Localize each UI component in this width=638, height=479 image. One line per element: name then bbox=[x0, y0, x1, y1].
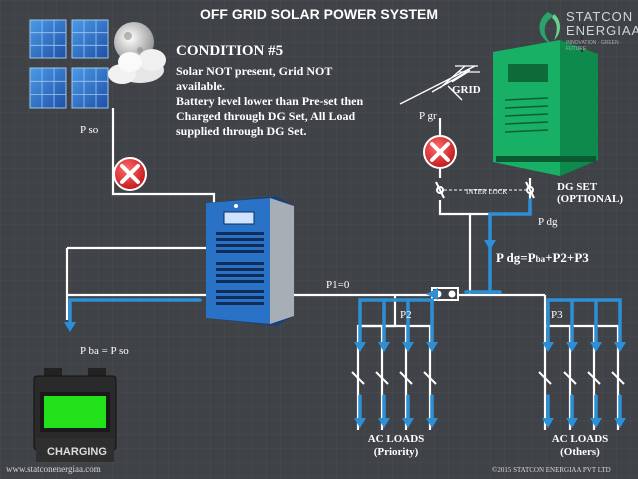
cross-icon bbox=[423, 135, 457, 169]
cross-icon bbox=[113, 157, 147, 191]
footer-copyright: ©2015 STATCON ENERGIAA PVT LTD bbox=[492, 466, 611, 474]
logo-line2: ENERGIAA bbox=[566, 23, 638, 38]
label-dg-set: DG SET bbox=[557, 181, 598, 193]
label-p-gr: P gr bbox=[419, 110, 437, 122]
grid-tower-icon bbox=[399, 65, 480, 105]
label-grid: GRID bbox=[452, 84, 481, 96]
company-logo: STATCON ENERGIAA INNOVATION · GREEN · FU… bbox=[532, 6, 638, 52]
loads-others-title: AC LOADS bbox=[551, 433, 609, 445]
label-p-so: P so bbox=[80, 124, 99, 136]
label-p-dg: P dg bbox=[538, 216, 558, 228]
inverter-unit-icon bbox=[206, 196, 294, 326]
page-title: OFF GRID SOLAR POWER SYSTEM bbox=[199, 6, 438, 22]
condition-line: Solar NOT present, Grid NOT bbox=[176, 64, 333, 78]
loads-priority-subtitle: (Priority) bbox=[373, 446, 419, 458]
flow-arrowheads bbox=[64, 240, 626, 428]
label-dg-optional: (OPTIONAL) bbox=[557, 193, 623, 205]
switch-icon bbox=[351, 181, 625, 385]
condition-text: Solar NOT present, Grid NOT available. B… bbox=[176, 64, 391, 139]
footer-website: www.statconenergiaa.com bbox=[6, 464, 101, 474]
label-p1: P1=0 bbox=[326, 279, 350, 291]
condition-heading: CONDITION #5 bbox=[176, 43, 284, 59]
condition-line: available. bbox=[176, 79, 226, 93]
logo-line1: STATCON bbox=[566, 9, 634, 24]
battery-icon bbox=[33, 368, 117, 462]
battery-charging-label: CHARGING bbox=[47, 446, 107, 458]
moon-cloud-icon bbox=[108, 22, 166, 84]
label-p-ba: P ba = P so bbox=[80, 345, 129, 357]
dg-set-icon bbox=[493, 24, 598, 176]
condition-line: supplied through DG Set. bbox=[176, 124, 307, 138]
loads-others-subtitle: (Others) bbox=[560, 446, 600, 458]
equation-part: P dg=P bbox=[496, 250, 536, 265]
equation-subscript: ba bbox=[535, 254, 546, 264]
label-p3: P3 bbox=[551, 309, 563, 321]
logo-tagline: INNOVATION · GREEN · FUTURE bbox=[566, 40, 622, 52]
solar-panel-icon bbox=[29, 19, 109, 109]
label-p2: P2 bbox=[400, 309, 412, 321]
flow-arrows bbox=[68, 198, 622, 420]
condition-line: Charged through DG Set, All Load bbox=[176, 109, 356, 123]
logo-swoosh-icon bbox=[539, 12, 560, 44]
equation-part: +P2+P3 bbox=[545, 250, 589, 265]
condition-line: Battery level lower than Pre-set then bbox=[176, 94, 364, 108]
label-p-dg-equation: P dg=Pba+P2+P3 bbox=[496, 250, 589, 266]
label-interlock: INTER LOCK bbox=[466, 188, 508, 196]
loads-priority-title: AC LOADS bbox=[367, 433, 425, 445]
